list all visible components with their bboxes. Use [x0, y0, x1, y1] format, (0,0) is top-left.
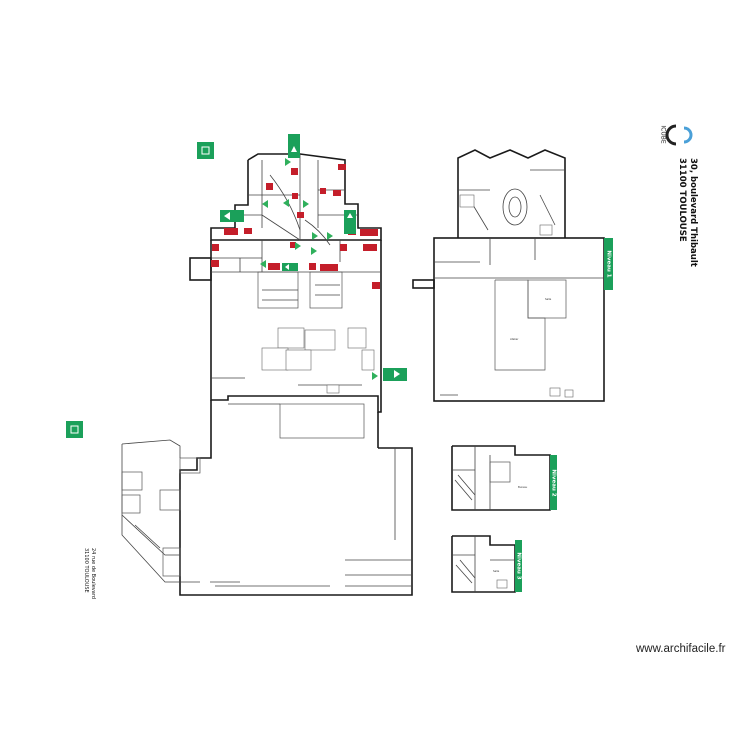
fire-extinguisher-icon	[291, 168, 298, 175]
fire-extinguisher-icon	[338, 164, 346, 170]
fire-extinguisher-icon	[290, 242, 296, 248]
emergency-exit-sign-icon	[344, 210, 356, 234]
emergency-exit-sign-icon	[288, 134, 300, 158]
assembly-point-icon	[66, 421, 83, 438]
address-line2: 31100 TOULOUSE	[677, 158, 687, 242]
evacuation-arrow-icon	[283, 199, 289, 207]
svg-text:Salle: Salle	[493, 569, 500, 573]
fire-extinguisher-icon	[309, 263, 316, 270]
evacuation-arrows	[260, 158, 378, 380]
evacuation-arrow-icon	[312, 232, 318, 240]
level3-badge: Niveau 3	[515, 540, 522, 592]
assembly-point-icon	[197, 142, 214, 159]
fire-extinguisher-icon	[268, 263, 280, 270]
main-building	[121, 153, 413, 596]
evacuation-arrow-icon	[327, 232, 333, 240]
evacuation-arrow-icon	[260, 260, 266, 268]
level1-plan: Salle Atelier	[412, 149, 605, 402]
svg-text:Bureau: Bureau	[518, 485, 528, 489]
fire-extinguisher-icon	[372, 282, 380, 289]
evacuation-arrow-icon	[372, 372, 378, 380]
fire-extinguisher-icon	[292, 193, 298, 199]
address-line1: 30, boulevard Thibault	[688, 158, 698, 267]
level2-plan: Bureau	[451, 445, 551, 511]
fire-extinguisher-icon	[212, 244, 219, 251]
emergency-exit-sign-icon	[282, 263, 298, 271]
emergency-exit-sign-icon	[220, 210, 244, 222]
emergency-exit-sign-icon	[383, 368, 407, 381]
fire-extinguisher-icon	[360, 229, 378, 236]
main-address: 30, boulevard Thibault 31100 TOULOUSE	[672, 158, 702, 268]
icube-logo-icon	[665, 124, 693, 146]
watermark-text: www.archifacile.fr	[636, 643, 726, 655]
level1-label: Niveau 1	[605, 250, 612, 278]
level2-badge: Niveau 2	[550, 455, 557, 510]
level2-label: Niveau 2	[550, 468, 557, 497]
evacuation-arrow-icon	[285, 158, 291, 166]
svg-text:Atelier: Atelier	[510, 337, 519, 341]
fire-extinguisher-icon	[244, 228, 252, 234]
fire-extinguisher-icon	[266, 183, 273, 190]
fire-extinguisher-icon	[320, 264, 338, 271]
logo-text: ICUBE	[659, 125, 667, 144]
fire-extinguisher-icon	[333, 190, 341, 196]
level3-label: Niveau 3	[515, 552, 522, 580]
secondary-address-line1: 24 rue de Boulevard	[90, 548, 96, 599]
evacuation-arrow-icon	[262, 200, 268, 208]
icube-logo: ICUBE	[656, 118, 696, 158]
fire-extinguisher-icon	[224, 228, 238, 235]
exit-signs	[66, 134, 407, 438]
evacuation-arrow-icon	[295, 242, 301, 250]
level1-badge: Niveau 1	[604, 238, 613, 290]
evacuation-arrow-icon	[303, 200, 309, 208]
fire-extinguisher-icon	[340, 244, 347, 251]
level3-plan: Salle	[451, 535, 516, 593]
fire-extinguisher-icon	[363, 244, 377, 251]
svg-text:Salle: Salle	[545, 297, 552, 301]
secondary-address: 24 rue de Boulevard 31100 TOULOUSE	[80, 548, 100, 608]
fire-extinguisher-icon	[211, 260, 219, 267]
secondary-address-line2: 31100 TOULOUSE	[83, 548, 89, 593]
fire-extinguisher-icon	[297, 212, 304, 218]
evacuation-arrow-icon	[311, 247, 317, 255]
fire-extinguisher-icon	[320, 188, 326, 194]
